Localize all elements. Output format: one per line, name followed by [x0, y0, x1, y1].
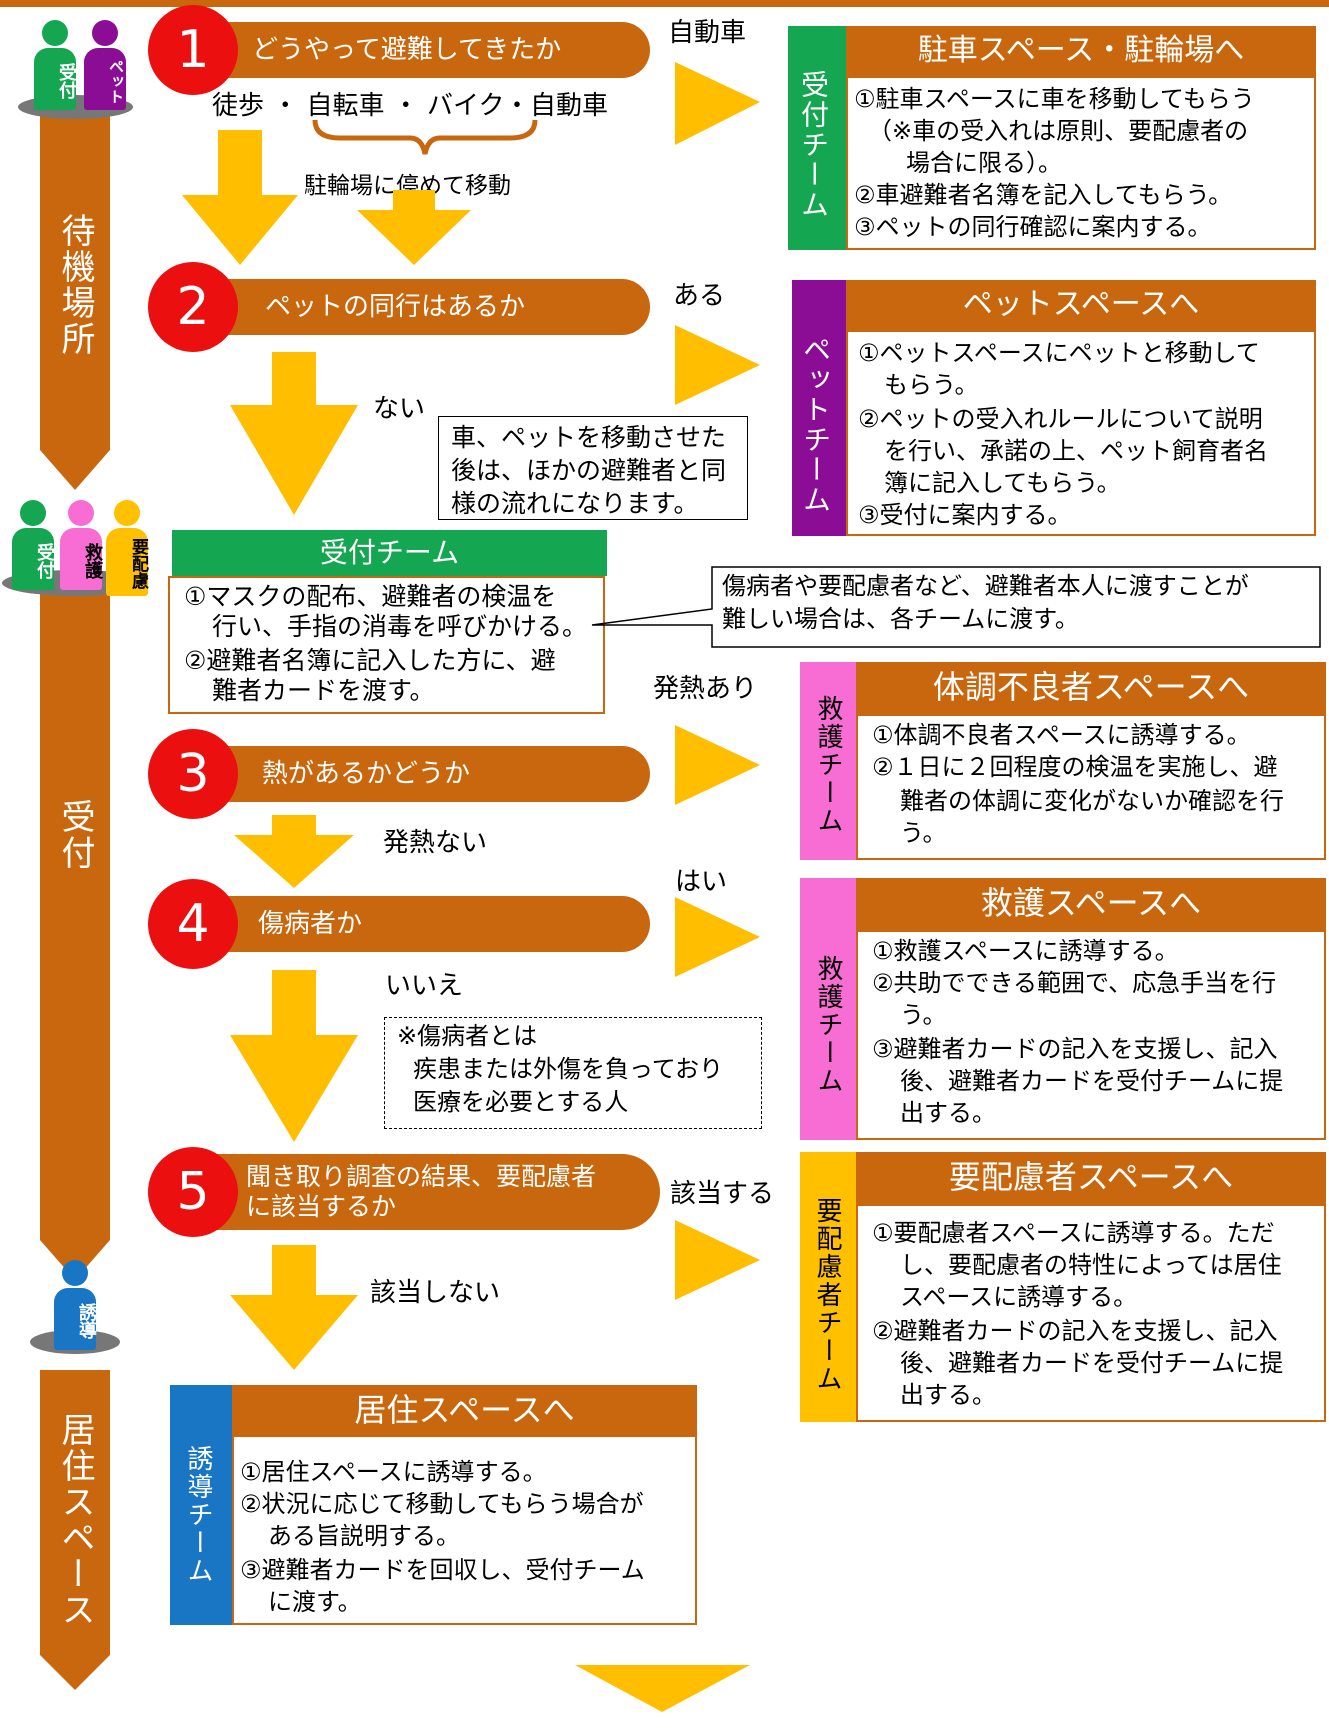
- step-2-label: ペットの同行はあるか: [265, 292, 526, 322]
- arrow-down: [230, 970, 358, 1142]
- care-side-label: 要配慮者チーム: [812, 1197, 842, 1393]
- step-3-bar: 熱があるかどうか: [200, 746, 650, 802]
- living-title: 居住スペースへ: [232, 1385, 697, 1435]
- pet-side: [792, 280, 846, 536]
- parking-side-label: 受付チーム: [797, 70, 830, 220]
- step-2-number: 2: [148, 262, 238, 352]
- step-4-bar: 傷病者か: [200, 896, 650, 952]
- rescue-side: [800, 878, 856, 1140]
- sick-side: [800, 662, 856, 860]
- step-3-label: 熱があるかどうか: [262, 759, 471, 789]
- step-4-label: 傷病者か: [258, 909, 363, 939]
- reception-team-header: 受付チーム: [172, 530, 607, 576]
- arrow-right: [675, 325, 760, 405]
- top-bar: [0, 0, 1329, 7]
- parking-title: 駐車スペース・駐輪場へ: [846, 26, 1316, 76]
- living-side: [170, 1385, 232, 1625]
- pet-box: ①ペットスペースにペットと移動して もらう。 ②ペットの受入れルールについて説明…: [846, 330, 1316, 536]
- note-injured-definition: ※傷病者とは 疾患または外傷を負っており 医療を必要とする人: [384, 1017, 762, 1129]
- parking-side: [788, 26, 846, 250]
- rescue-title: 救護スペースへ: [856, 878, 1326, 930]
- care-box: ①要配慮者スペースに誘導する。ただ し、要配慮者の特性によっては居住 スペースに…: [856, 1204, 1326, 1422]
- bracket: [312, 119, 538, 155]
- arrow-right: [675, 897, 760, 977]
- arrow-down: [182, 130, 298, 265]
- arrow-down: [357, 190, 471, 265]
- band-living: [40, 1370, 110, 1690]
- label-injured-yes: はい: [675, 867, 728, 897]
- rescue-side-label: 救護チーム: [813, 955, 843, 1095]
- arrow-down: [575, 1665, 750, 1712]
- arrow-right: [675, 725, 760, 805]
- label-pet-no: ない: [373, 394, 426, 424]
- arrow-down: [230, 1245, 358, 1370]
- label-fever-no: 発熱ない: [383, 828, 488, 858]
- label-fever-yes: 発熱あり: [653, 674, 758, 704]
- band-waiting-label: 待機場所: [55, 213, 95, 357]
- label-pet-yes: ある: [673, 281, 726, 311]
- callout-handover-shape: [591, 566, 1321, 648]
- step-1-bar: どうやって避難してきたか: [200, 22, 650, 78]
- step-5-label-line2: に該当するか: [246, 1192, 397, 1221]
- sick-title: 体調不良者スペースへ: [856, 662, 1326, 714]
- reception-team-box: ①マスクの配布、避難者の検温を 行い、手指の消毒を呼びかける。 ②避難者名簿に記…: [168, 576, 605, 714]
- note-after-move: 車、ペットを移動させた 後は、ほかの避難者と同 様の流れになります。: [438, 416, 748, 520]
- rescue-box: ①救護スペースに誘導する。 ②共助でできる範囲で、応急手当を行 う。 ③避難者カ…: [856, 930, 1326, 1140]
- sick-box: ①体調不良者スペースに誘導する。 ②１日に２回程度の検温を実施し、避 難者の体調…: [856, 714, 1326, 860]
- step-5-label-line1: 聞き取り調査の結果、要配慮者: [246, 1162, 597, 1191]
- step-3-number: 3: [148, 729, 238, 819]
- care-title: 要配慮者スペースへ: [856, 1152, 1326, 1204]
- label-transport: 徒歩 ・ 自転車 ・ バイク・自動車: [212, 91, 609, 121]
- living-side-label: 誘導チーム: [183, 1445, 213, 1585]
- callout-handover: 傷病者や要配慮者など、避難者本人に渡すことが 難しい場合は、各チームに渡す。: [722, 572, 1249, 633]
- band-reception: [40, 580, 110, 1280]
- label-car: 自動車: [668, 18, 747, 48]
- label-injured-no: いいえ: [385, 971, 464, 1001]
- pet-title: ペットスペースへ: [846, 280, 1316, 330]
- parking-box: ①駐車スペースに車を移動してもらう （※車の受入れは原則、要配慮者の 場合に限る…: [846, 76, 1316, 250]
- step-5-number: 5: [148, 1147, 238, 1237]
- step-1-number: 1: [148, 5, 238, 95]
- step-2-bar: ペットの同行はあるか: [200, 279, 650, 335]
- band-living-label: 居住スペース: [55, 1412, 95, 1628]
- step-5-bar: 聞き取り調査の結果、要配慮者 に該当するか: [200, 1154, 660, 1230]
- care-side: [800, 1152, 856, 1422]
- band-waiting: [40, 110, 110, 490]
- arrow-down: [230, 352, 358, 515]
- step-1-label: どうやって避難してきたか: [252, 35, 562, 65]
- living-box: ①居住スペースに誘導する。 ②状況に応じて移動してもらう場合が ある旨説明する。…: [232, 1435, 697, 1625]
- pet-side-label: ペットチーム: [799, 335, 832, 515]
- label-care-yes: 該当する: [670, 1179, 775, 1209]
- step-4-number: 4: [148, 879, 238, 969]
- sick-side-label: 救護チーム: [813, 695, 843, 835]
- band-reception-label: 受付: [55, 799, 95, 871]
- label-care-no: 該当しない: [370, 1278, 501, 1308]
- arrow-down: [234, 815, 354, 888]
- arrow-right: [675, 62, 760, 145]
- arrow-right: [675, 1220, 760, 1300]
